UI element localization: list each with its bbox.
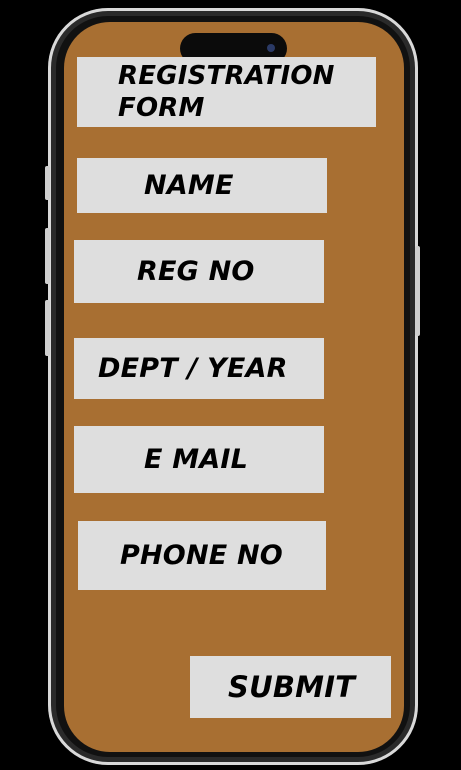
form-title-text: REGISTRATION FORM — [118, 61, 335, 123]
phone-action-button — [45, 166, 50, 200]
reg-no-field-label: REG NO — [137, 256, 255, 287]
form-title: REGISTRATION FORM — [77, 57, 376, 127]
submit-button-label: SUBMIT — [228, 669, 356, 704]
email-field[interactable]: E MAIL — [74, 426, 324, 493]
name-field[interactable]: NAME — [77, 158, 327, 213]
phone-power-button — [415, 246, 420, 336]
front-camera-icon — [267, 44, 275, 52]
phone-volume-down-button — [45, 300, 50, 356]
dept-year-field-label: DEPT / YEAR — [98, 353, 288, 384]
reg-no-field[interactable]: REG NO — [74, 240, 324, 303]
phone-volume-up-button — [45, 228, 50, 284]
email-field-label: E MAIL — [144, 444, 249, 475]
phone-no-field[interactable]: PHONE NO — [78, 521, 326, 590]
phone-no-field-label: PHONE NO — [120, 540, 283, 571]
submit-button[interactable]: SUBMIT — [190, 656, 391, 718]
dept-year-field[interactable]: DEPT / YEAR — [74, 338, 324, 399]
name-field-label: NAME — [144, 170, 234, 201]
